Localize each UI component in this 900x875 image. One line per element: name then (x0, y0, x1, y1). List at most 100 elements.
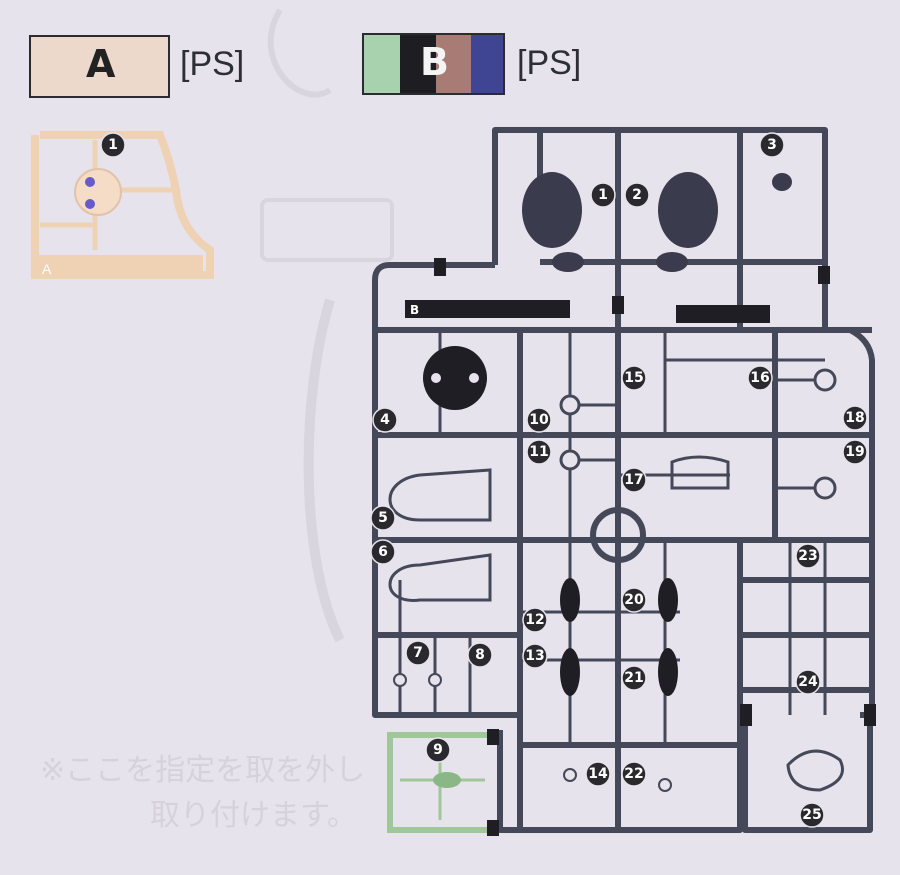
svg-text:21: 21 (624, 670, 643, 686)
svg-text:5: 5 (378, 510, 388, 526)
legend-a-swatch (29, 35, 170, 98)
svg-text:9: 9 (433, 742, 443, 758)
part-number-b16: 16 (747, 365, 773, 391)
limb-part-12 (560, 578, 580, 622)
part-number-b15: 15 (621, 365, 647, 391)
background-ghost-text-1: ※ここを指定を取を外し (40, 753, 365, 788)
background-ghost-text-2: 取り付けます。 (150, 798, 357, 833)
arm-frame-part-6 (388, 553, 492, 602)
hollow-ring-part-19 (813, 476, 837, 500)
svg-text:8: 8 (475, 647, 485, 663)
part-number-b6: 6 (370, 539, 396, 565)
face-part-a1 (74, 168, 122, 216)
part-number-b13: 13 (522, 643, 548, 669)
part-number-b4: 4 (372, 407, 398, 433)
legend-b-color-blue (471, 35, 503, 93)
runner-b-tag-bar-right (676, 305, 770, 323)
svg-text:23: 23 (798, 548, 817, 564)
sprue-tab (612, 296, 624, 314)
arm-frame-part-5 (388, 468, 492, 522)
svg-text:20: 20 (624, 592, 644, 608)
svg-text:15: 15 (624, 370, 643, 386)
part-number-b8: 8 (467, 642, 493, 668)
pin-part-14 (563, 768, 577, 782)
ring-part-17 (590, 507, 646, 563)
runner-green-frame (387, 732, 495, 833)
svg-text:16: 16 (750, 370, 769, 386)
svg-text:1: 1 (108, 137, 118, 153)
svg-text:1: 1 (598, 187, 608, 203)
hair-part-left (522, 172, 582, 248)
part-number-b25: 25 (799, 802, 825, 828)
head-back-part (423, 346, 487, 410)
runner-a: A (31, 131, 214, 279)
part-number-b20: 20 (621, 587, 647, 613)
hair-small-part (772, 173, 792, 191)
sprue-tab (740, 704, 752, 726)
face-eye-icon (85, 177, 95, 187)
part-number-b23: 23 (795, 543, 821, 569)
limb-part-20 (658, 578, 678, 622)
part-number-b14: 14 (585, 761, 611, 787)
runner-b (372, 127, 875, 833)
svg-text:14: 14 (588, 766, 608, 782)
part-number-b22: 22 (621, 761, 647, 787)
part-number-b19: 19 (842, 439, 868, 465)
svg-text:10: 10 (529, 412, 549, 428)
pin-part-7a (393, 673, 407, 687)
svg-text:25: 25 (802, 807, 821, 823)
hair-part-right (658, 172, 718, 248)
svg-text:18: 18 (845, 410, 864, 426)
legend-b-color-brown (436, 35, 471, 93)
face-eye-icon (85, 199, 95, 209)
svg-text:17: 17 (624, 472, 643, 488)
bow-part-9 (433, 772, 461, 788)
svg-text:2: 2 (632, 187, 642, 203)
runner-green-tab (487, 820, 499, 836)
svg-text:19: 19 (845, 444, 864, 460)
runner-b-parts (388, 172, 876, 792)
legend-b-color-black (400, 35, 436, 93)
legend-a-letter: A (86, 42, 116, 86)
legend-b-tag: [PS] (517, 44, 582, 82)
legend-a-tag: [PS] (180, 45, 245, 83)
part-number-b24: 24 (795, 669, 821, 695)
sprue-tab (864, 704, 876, 726)
svg-text:12: 12 (525, 612, 544, 628)
runner-a-base (35, 255, 203, 277)
svg-text:11: 11 (529, 444, 548, 460)
part-number-b11: 11 (526, 439, 552, 465)
part-number-green-9: 9 (425, 737, 451, 763)
svg-text:24: 24 (798, 674, 818, 690)
runner-b-left-frame (372, 262, 520, 718)
svg-text:13: 13 (525, 648, 544, 664)
part-number-a1: 1 (100, 132, 126, 158)
hollow-ring-part-11 (559, 449, 581, 471)
part-number-b18: 18 (842, 405, 868, 431)
face-plate-part-25 (786, 749, 844, 792)
runner-a-frame (31, 131, 214, 279)
sprue-tab (434, 258, 446, 276)
runner-a-label: A (42, 261, 52, 277)
part-number-b21: 21 (621, 665, 647, 691)
part-number-b12: 12 (522, 607, 548, 633)
part-number-b2: 2 (624, 182, 650, 208)
runner-b-tag-bar (405, 300, 570, 318)
background-ghost-art (260, 8, 394, 643)
svg-text:22: 22 (624, 766, 643, 782)
hollow-ring-part-16 (813, 368, 837, 392)
part-number-b10: 10 (526, 407, 552, 433)
svg-text:6: 6 (378, 544, 388, 560)
hair-tip-left (552, 252, 584, 272)
legend-b-swatch (362, 33, 505, 95)
pin-part-22 (658, 778, 672, 792)
sprue-tab (818, 266, 830, 284)
runner-green-tab (487, 729, 499, 745)
runner-b-tag-text: B (410, 303, 419, 317)
runner-b-bottom-right-frame (742, 715, 873, 833)
svg-text:3: 3 (767, 137, 777, 153)
head-back-hole-icon (469, 373, 479, 383)
part-number-b1: 1 (590, 182, 616, 208)
head-back-hole-icon (431, 373, 441, 383)
